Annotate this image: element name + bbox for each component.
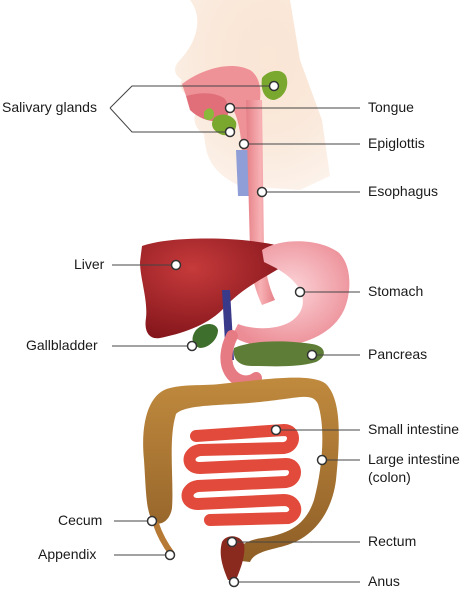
label-tongue: Tongue bbox=[368, 99, 414, 115]
dot-anus bbox=[228, 576, 240, 588]
label-liver: Liver bbox=[74, 256, 105, 272]
dot-salivary-2 bbox=[224, 126, 236, 138]
mouth-pharynx bbox=[182, 65, 261, 150]
dot-pancreas bbox=[306, 349, 318, 361]
colon-shape bbox=[143, 377, 339, 562]
label-rectum: Rectum bbox=[368, 533, 417, 549]
tongue-shape bbox=[186, 93, 229, 122]
dot-appendix bbox=[164, 549, 176, 561]
appendix-shape bbox=[153, 521, 175, 557]
label-cecum: Cecum bbox=[58, 512, 103, 528]
dot-gallbladder bbox=[186, 340, 198, 352]
anchor-dots bbox=[146, 80, 328, 588]
label-esophagus: Esophagus bbox=[368, 183, 439, 199]
label-pancreas: Pancreas bbox=[368, 346, 428, 362]
dot-liver bbox=[170, 259, 182, 271]
dot-rectum bbox=[226, 536, 238, 548]
label-appendix: Appendix bbox=[38, 546, 97, 562]
pancreas-shape bbox=[233, 341, 324, 367]
label-stomach: Stomach bbox=[368, 283, 424, 299]
label-salivary-glands: Salivary glands bbox=[2, 99, 97, 115]
label-gallbladder: Gallbladder bbox=[26, 337, 98, 353]
label-colon: (colon) bbox=[368, 469, 411, 485]
small-intestine-shape bbox=[181, 423, 302, 526]
dot-stomach bbox=[294, 286, 306, 298]
label-anus: Anus bbox=[368, 573, 400, 589]
dot-small-intestine bbox=[270, 424, 282, 436]
dot-epiglottis bbox=[238, 138, 250, 150]
rectum-shape bbox=[220, 536, 245, 580]
label-epiglottis: Epiglottis bbox=[368, 135, 425, 151]
label-small-intestine: Small intestine bbox=[368, 421, 460, 437]
label-large-intestine: Large intestine bbox=[368, 451, 460, 467]
dot-esophagus bbox=[256, 186, 268, 198]
dot-salivary-1 bbox=[268, 80, 280, 92]
stomach-shape bbox=[232, 241, 350, 347]
dot-large-intestine bbox=[316, 454, 328, 466]
dot-cecum bbox=[146, 515, 158, 527]
dot-tongue bbox=[224, 102, 236, 114]
leader-lines bbox=[109, 85, 360, 583]
